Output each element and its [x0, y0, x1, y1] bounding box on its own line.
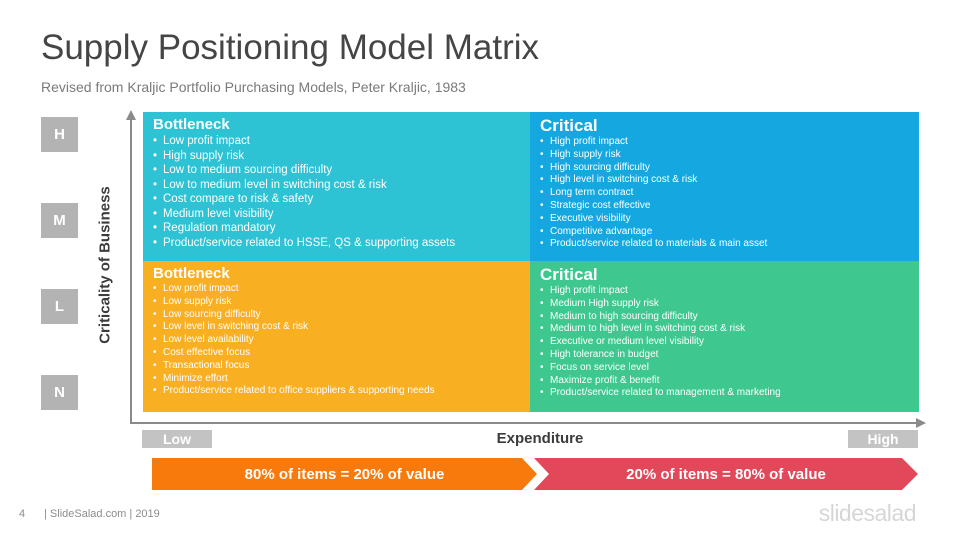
level-box-n: N [41, 375, 78, 410]
footer-credit: | SlideSalad.com | 2019 [44, 508, 160, 520]
axis-arrows [126, 110, 926, 428]
list-item: Low supply risk [153, 296, 522, 309]
list-item: Medium to high level in switching cost &… [540, 323, 911, 336]
list-item: Low to medium sourcing difficulty [153, 163, 522, 178]
list-item: Strategic cost effective [540, 200, 911, 213]
value-banners [152, 458, 918, 490]
list-item: Low profit impact [153, 134, 522, 149]
quadrant-title: Critical [540, 116, 598, 135]
list-item: Executive visibility [540, 213, 911, 226]
list-item: Long term contract [540, 187, 911, 200]
list-item: Minimize effort [153, 373, 522, 386]
banner-right-text: 20% of items = 80% of value [626, 465, 826, 483]
y-axis-label: Criticality of Business [96, 186, 114, 344]
quadrant-top-right: Critical High profit impact High supply … [530, 112, 919, 261]
list-item: High sourcing difficulty [540, 162, 911, 175]
list-item: Product/service related to materials & m… [540, 238, 911, 251]
list-item: Cost compare to risk & safety [153, 192, 522, 207]
list-item: Low level availability [153, 334, 522, 347]
page-title: Supply Positioning Model Matrix [41, 28, 540, 67]
list-item: Maximize profit & benefit [540, 375, 911, 388]
level-box-h: H [41, 117, 78, 152]
y-axis-arrowhead [126, 110, 136, 120]
list-item: Low profit impact [153, 283, 522, 296]
banner-left-shape [152, 458, 537, 490]
level-box-l: L [41, 289, 78, 324]
list-item: Medium High supply risk [540, 298, 911, 311]
quadrant-top-left: Bottleneck Low profit impact High supply… [143, 112, 530, 261]
quadrant-bottom-right: Critical High profit impact Medium High … [530, 261, 919, 412]
list-item: High profit impact [540, 285, 911, 298]
quadrant-bottom-left: Bottleneck Low profit impact Low supply … [143, 261, 530, 412]
list-item: High supply risk [540, 149, 911, 162]
quadrant-title: Critical [540, 265, 598, 284]
list-item: High supply risk [153, 149, 522, 164]
level-box-m: M [41, 203, 78, 238]
list-item: Transactional focus [153, 360, 522, 373]
list-item: High level in switching cost & risk [540, 174, 911, 187]
list-item: Low level in switching cost & risk [153, 321, 522, 334]
banner-right-shape [534, 458, 918, 490]
list-item: Regulation mandatory [153, 221, 522, 236]
x-axis-label: Expenditure [496, 430, 584, 447]
x-axis-arrowhead [916, 418, 926, 428]
x-axis-low-label: Low [142, 430, 212, 448]
page-subtitle: Revised from Kraljic Portfolio Purchasin… [41, 79, 466, 95]
list-item: High tolerance in budget [540, 349, 911, 362]
list-item: Focus on service level [540, 362, 911, 375]
list-item: Competitive advantage [540, 226, 911, 239]
list-item: Product/service related to management & … [540, 387, 911, 400]
list-item: Product/service related to office suppli… [153, 385, 522, 398]
list-item: Medium level visibility [153, 207, 522, 222]
list-item: Product/service related to HSSE, QS & su… [153, 236, 522, 251]
list-item: High profit impact [540, 136, 911, 149]
list-item: Low sourcing difficulty [153, 309, 522, 322]
quadrant-title: Bottleneck [153, 116, 230, 133]
list-item: Low to medium level in switching cost & … [153, 178, 522, 193]
list-item: Executive or medium level visibility [540, 336, 911, 349]
list-item: Cost effective focus [153, 347, 522, 360]
brand-logo: slidesalad [818, 500, 917, 526]
quadrant-title: Bottleneck [153, 265, 230, 282]
page-number: 4 [19, 508, 26, 520]
x-axis-high-label: High [848, 430, 918, 448]
list-item: Medium to high sourcing difficulty [540, 311, 911, 324]
banner-left-text: 80% of items = 20% of value [244, 465, 445, 483]
